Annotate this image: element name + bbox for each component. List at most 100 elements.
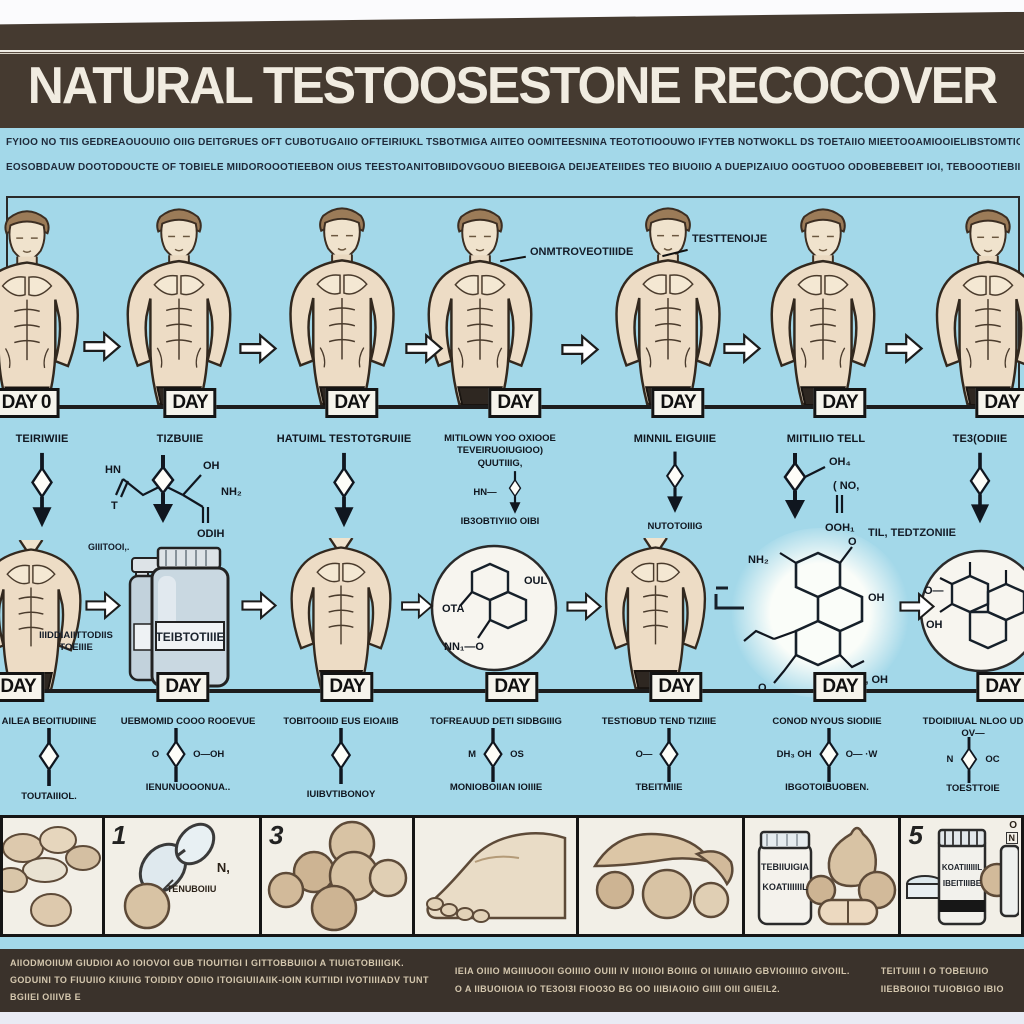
chem-label: HN <box>105 464 121 476</box>
chem-label: O— <box>635 749 653 761</box>
panel-glyph-box: N <box>1005 832 1018 844</box>
day-marker: DAY <box>485 672 539 702</box>
day-label: DAY <box>0 676 36 697</box>
caption-line: IIIDDIAIITTODIIS <box>39 630 113 641</box>
chem-circle-1: OTA OUL NN₁—O <box>430 544 558 672</box>
band2-col2: UEBMOMID COOO ROOEVUE O O—OH IENUNUOOONU… <box>112 716 264 795</box>
band1-col5-label: MINNIL EIGUIIE <box>633 433 717 445</box>
band2-col1-bottom: TOUTAIIIOL. <box>21 791 77 803</box>
day-label: DAY <box>494 676 530 697</box>
day-marker: DAY <box>975 388 1024 418</box>
day-label: DAY <box>165 676 201 697</box>
band1-col4-label3: QUUTIIIG, <box>477 457 523 469</box>
footer-text-line: GODUINI TO FIUUIIO KIIUIIG TOIDIDY ODIIO… <box>10 974 429 1003</box>
band1-col4: MITILOWN YOO OXIOOE TEVEIRUOIUGIOO) QUUT… <box>424 433 576 528</box>
row2-figure-1 <box>0 540 90 692</box>
bottles-illustration: KOATIIIIIIL IBEITIIIBE <box>906 828 1021 926</box>
diamond-connector-icon <box>36 728 62 786</box>
foot-illustration <box>426 832 567 923</box>
chem-label: OH <box>203 460 220 472</box>
band1-col1-label: TEIRIWIIE <box>15 433 69 445</box>
band1-col6-label: MIITILIIO TELL <box>786 433 866 445</box>
diamond-connector-icon <box>816 728 842 782</box>
chem-label: OC <box>985 753 1000 765</box>
chem-structure-icon: HN T OH NH₂ ODIH <box>105 454 242 540</box>
band2-col3-label: TOBITOOIID EUS EIOAIIB <box>283 716 399 727</box>
band2-col3-bottom: IUIBVTIBONOY <box>306 789 376 801</box>
day-label: DAY <box>334 392 370 413</box>
band2-col7-label: TDOIDIIUAL NLOO UD <box>922 716 1024 727</box>
band1-col4-label2: TEVEIRUOIUGIOO) <box>456 445 544 457</box>
band2-col4-label: TOFREAUUD DETI SIDBGIIIG <box>430 716 562 727</box>
day-label: DAY <box>984 392 1020 413</box>
panel-bottles: 5 KOATIIIIIIL IBEITIIIBE O N <box>898 815 1024 937</box>
figure-day0 <box>0 202 86 407</box>
chem-structure-icon: OH₄ ( NO, OOH₁ <box>783 452 859 534</box>
band2-col4-bottom: MONIOBOIIAN IOIIIE <box>449 782 543 794</box>
chem-label: OTA <box>442 603 464 615</box>
band1-col3: HATUIML TESTOTGRUIIE <box>268 433 420 536</box>
day-marker: DAY <box>649 672 703 702</box>
bottle-label-line: IBEITIIIBE <box>943 879 982 888</box>
chem-label: OOH₁ <box>825 522 855 534</box>
footer-text-line: AIIODMOIIUM GIUDIOI AO IOIOVOI GUB TIOUI… <box>10 957 404 968</box>
footer-col3: TEITUIIII I O TOBEIUIIO IIEBBOIIOI TUIOB… <box>881 963 1014 997</box>
band2-col2-label: UEBMOMID COOO ROOEVUE <box>120 716 256 727</box>
panel-glyph: O <box>1009 820 1017 831</box>
diamond-connector-icon <box>328 728 354 784</box>
down-arrow-icon <box>503 470 527 516</box>
down-arrow-icon <box>661 450 689 516</box>
poster-title: NATURAL TESTOOSESTONE RECOCOVER <box>27 57 999 115</box>
panel-label: TENUBOIIU <box>166 884 217 894</box>
day-label: DAY <box>658 676 694 697</box>
arrow-right-icon <box>82 330 122 363</box>
chem-label: DH₃ OH <box>776 749 812 761</box>
footer-band: AIIODMOIIUM GIUDIOI AO IOIOVOI GUB TIOUI… <box>0 949 1024 1012</box>
bottom-panel-row: 1 N, TENUBOIIU 3 <box>0 815 1024 937</box>
diamond-connector-icon <box>480 728 506 782</box>
figure-5 <box>605 199 731 407</box>
panel-pills <box>0 815 102 937</box>
panel-number: 1 <box>111 820 127 850</box>
band1-col6: MIITILIIO TELL OH₄ ( NO, OOH₁ <box>748 433 904 542</box>
bottle-label-line: KOATIIIIIIL <box>942 863 982 872</box>
panel-note: N, <box>216 860 230 875</box>
chem-label: O <box>151 749 160 761</box>
day-label: DAY <box>985 676 1021 697</box>
down-arrow-icon <box>330 451 358 531</box>
chem-label: N <box>946 753 954 765</box>
chem-label: OH <box>868 592 885 604</box>
panel-cashews <box>576 815 743 937</box>
arrow-right-icon <box>898 591 936 622</box>
arrow-right-icon <box>565 591 603 622</box>
row2-figure-3 <box>593 538 718 690</box>
glasses-illustration <box>123 822 216 930</box>
diamond-connector-icon <box>656 728 682 782</box>
chem-label: O <box>848 536 857 548</box>
subtitle-line-2: EOSOBDAUW DOOTODOUCTE OF TOBIELE MIIDORO… <box>6 162 1020 173</box>
chem-label: O—OH <box>193 749 225 761</box>
day-marker: DAY <box>651 388 705 418</box>
band2-col4: TOFREAUUD DETI SIDBGIIIG M OS MONIOBOIIA… <box>420 716 572 795</box>
figure4-annotation: ONMTROVEOTIIIDE <box>530 246 634 258</box>
day-label: DAY <box>822 676 858 697</box>
chem-glow <box>730 528 910 698</box>
figure-7 <box>928 201 1024 407</box>
down-arrow-icon <box>966 451 994 527</box>
figure-2 <box>118 200 240 407</box>
panel-glasses: 1 N, TENUBOIIU <box>101 815 259 937</box>
chem-label: OH₄ <box>829 456 851 468</box>
band1-col5: MINNIL EIGUIIE NUTOTOIIIG <box>612 433 738 533</box>
chem-label: OV— <box>961 728 985 740</box>
day-label: DAY <box>329 676 365 697</box>
band2-col7-bottom: TOESTTOIE <box>946 782 1000 794</box>
chem-label: O— <box>924 585 944 597</box>
bottle-label-line: KOATIIIIIIL <box>763 882 809 892</box>
band2-col5-label: TESTIOBUD TEND TIZIIIE <box>601 716 717 727</box>
band1-col4-bottom: IB3OBTIYIIO OIBI <box>460 516 540 528</box>
day-marker: DAY <box>156 672 210 702</box>
header-divider-line <box>0 50 1024 55</box>
chem-label: O <box>758 682 767 693</box>
arrow-right-icon <box>404 332 444 365</box>
